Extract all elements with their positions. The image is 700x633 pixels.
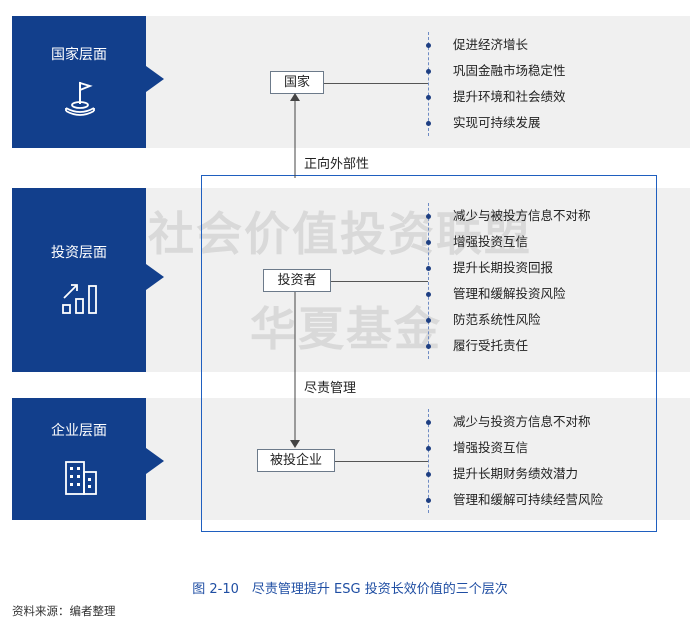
figure-caption: 图 2-10 尽责管理提升 ESG 投资长效价值的三个层次 [192,582,508,597]
stewardship-label: 尽责管理 [304,381,357,396]
positive-externality-arrow [290,93,300,178]
list-item: 增强投资互信 [426,435,669,461]
node-investor: 投资者 [263,269,331,292]
enterprise-list: 减少与投资方信息不对称 增强投资互信 提升长期财务绩效潜力 管理和缓解可持续经营… [426,409,669,513]
level-enterprise-title: 企业层面 [51,423,107,439]
node-country: 国家 [270,71,324,94]
country-list: 促进经济增长 巩固金融市场稳定性 提升环境和社会绩效 实现可持续发展 [426,32,669,136]
list-item: 提升环境和社会绩效 [426,84,669,110]
watermark-line2: 华夏基金 [250,302,442,356]
list-item: 减少与被投方信息不对称 [426,203,669,229]
country-connector [324,83,428,84]
investee-connector [335,461,428,462]
list-item: 减少与投资方信息不对称 [426,409,669,435]
level-investment-arrow [146,264,164,290]
level-investment-title: 投资层面 [51,245,107,261]
list-item: 管理和缓解可持续经营风险 [426,487,669,513]
list-item: 巩固金融市场稳定性 [426,58,669,84]
node-investee: 被投企业 [257,449,335,472]
list-item: 防范系统性风险 [426,307,669,333]
level-investment: 投资层面 [12,188,146,372]
level-country-arrow [146,66,164,92]
list-item: 管理和缓解投资风险 [426,281,669,307]
source-note: 资料来源：编者整理 [12,604,116,618]
investor-list: 减少与被投方信息不对称 增强投资互信 提升长期投资回报 管理和缓解投资风险 防范… [426,203,669,359]
building-icon [65,461,97,495]
flag-icon [65,81,95,116]
level-country: 国家层面 [12,16,146,148]
level-country-title: 国家层面 [51,47,107,63]
list-item: 促进经济增长 [426,32,669,58]
growth-chart-icon [62,284,97,314]
investor-frame [201,175,657,532]
list-item: 履行受托责任 [426,333,669,359]
list-item: 实现可持续发展 [426,110,669,136]
investor-connector [331,281,428,282]
stewardship-arrow [290,292,300,448]
watermark-line1: 社会价值投资联盟 [148,207,532,261]
level-enterprise: 企业层面 [12,398,146,520]
list-item: 增强投资互信 [426,229,669,255]
level-enterprise-arrow [146,448,164,474]
positive-externality-label: 正向外部性 [304,157,370,172]
list-item: 提升长期投资回报 [426,255,669,281]
list-item: 提升长期财务绩效潜力 [426,461,669,487]
